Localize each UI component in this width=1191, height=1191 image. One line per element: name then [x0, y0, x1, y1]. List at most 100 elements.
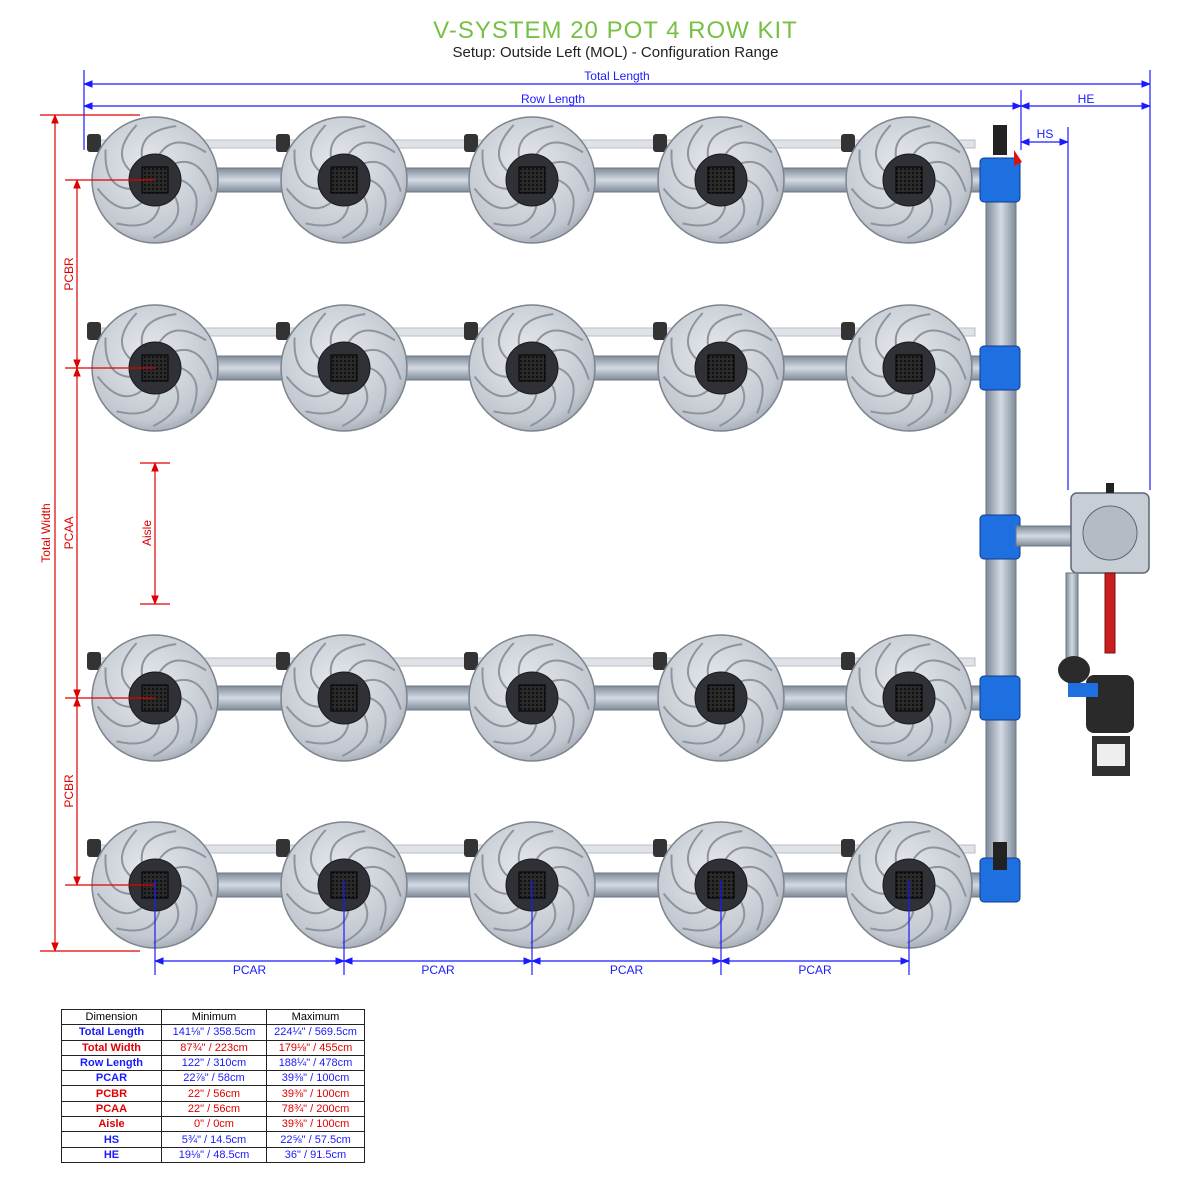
hose-connector: [841, 134, 855, 152]
table-cell-maximum: 179⅛" / 455cm: [266, 1039, 365, 1056]
pot-grate: [330, 354, 358, 382]
pot-swirl-rib: [498, 829, 515, 877]
pot-swirl-rib: [121, 829, 138, 877]
pot-swirl-rib: [180, 179, 198, 226]
total-length-label: Total Length: [584, 69, 649, 83]
total-width-label: Total Width: [39, 503, 53, 562]
pot-swirl-rib: [498, 642, 515, 690]
pot-swirl-rib: [104, 667, 131, 708]
pot-swirl-rib: [870, 910, 915, 932]
pot-swirl-rib: [96, 187, 143, 210]
diagram-subtitle: Setup: Outside Left (MOL) - Configuratio…: [452, 44, 779, 61]
pot-swirl-rib: [341, 901, 369, 944]
grow-pot: [657, 116, 785, 244]
pot-swirl-rib: [682, 723, 727, 745]
pot-swirl-rib: [706, 643, 743, 676]
row-length-label: Row Length: [521, 92, 585, 106]
pcar-label: PCAR: [610, 963, 644, 977]
grow-pot: [657, 634, 785, 762]
pot-swirl-rib: [517, 643, 554, 676]
pcbr-label-bottom: PCBR: [62, 774, 76, 808]
pot-swirl-rib: [293, 149, 320, 190]
pot-swirl-rib: [850, 705, 897, 728]
table-cell-dimension: Total Width: [61, 1039, 162, 1056]
pot-grate: [330, 684, 358, 712]
pot-swirl-rib: [152, 196, 180, 239]
hs-label: HS: [1037, 127, 1054, 141]
table-cell-minimum: 22⅞" / 58cm: [161, 1070, 267, 1087]
pot-swirl-rib: [912, 329, 961, 343]
manifold-valve: [993, 125, 1007, 155]
table-cell-minimum: 0" / 0cm: [161, 1116, 267, 1133]
pot-swirl-rib: [746, 697, 764, 744]
pot-grate: [707, 684, 735, 712]
grow-pot: [845, 304, 973, 432]
manifold-fitting: [979, 675, 1021, 721]
pot-swirl-rib: [740, 678, 779, 710]
grow-pot: [280, 116, 408, 244]
pot-swirl-rib: [557, 884, 575, 931]
pot-swirl-rib: [858, 854, 885, 895]
pot-swirl-rib: [369, 367, 387, 414]
hose-connector: [653, 652, 667, 670]
pot-swirl-rib: [529, 196, 557, 239]
pot-swirl-rib: [158, 141, 207, 155]
hose-connector: [841, 322, 855, 340]
pot-swirl-rib: [906, 714, 934, 757]
pot-swirl-rib: [724, 659, 773, 673]
pot-swirl-rib: [535, 141, 584, 155]
table-cell-minimum: 141⅛" / 358.5cm: [161, 1024, 267, 1041]
pump-blue-fitting: [1068, 683, 1098, 697]
pot-swirl-rib: [934, 697, 952, 744]
pot-swirl-rib: [875, 312, 892, 360]
pot-swirl-rib: [152, 384, 180, 427]
manifold-fitting: [979, 345, 1021, 391]
pot-swirl-rib: [746, 884, 764, 931]
pot-swirl-rib: [116, 205, 161, 227]
pot-swirl-rib: [481, 667, 508, 708]
pot-swirl-rib: [498, 312, 515, 360]
table-cell-dimension: Row Length: [61, 1054, 162, 1072]
pot-swirl-rib: [158, 846, 207, 860]
pot-swirl-rib: [347, 846, 396, 860]
pot-swirl-rib: [329, 643, 366, 676]
pot-swirl-rib: [517, 313, 554, 346]
tank-vent: [1106, 483, 1114, 493]
pot-swirl-rib: [329, 125, 366, 158]
pot-swirl-rib: [529, 714, 557, 757]
pot-swirl-rib: [682, 910, 727, 932]
pot-grate: [895, 166, 923, 194]
table-cell-maximum: 188¼" / 478cm: [266, 1054, 365, 1072]
pot-swirl-rib: [96, 375, 143, 398]
pot-swirl-rib: [934, 884, 952, 931]
aisle-label: Aisle: [140, 520, 154, 546]
pot-swirl-rib: [293, 854, 320, 895]
pot-swirl-rib: [347, 141, 396, 155]
table-cell-dimension: HE: [61, 1146, 162, 1163]
pot-swirl-rib: [121, 124, 138, 172]
pot-swirl-rib: [158, 329, 207, 343]
pot-swirl-rib: [557, 367, 575, 414]
pot-swirl-rib: [870, 205, 915, 227]
pot-swirl-rib: [740, 865, 779, 897]
pcar-label: PCAR: [233, 963, 267, 977]
pot-swirl-rib: [894, 313, 931, 346]
pot-swirl-rib: [718, 196, 746, 239]
grow-pot: [280, 304, 408, 432]
pot-swirl-rib: [305, 393, 350, 415]
pot-swirl-rib: [121, 642, 138, 690]
grow-pot: [657, 304, 785, 432]
pot-swirl-rib: [180, 697, 198, 744]
table-cell-maximum: 39⅜" / 100cm: [266, 1070, 365, 1087]
pot-swirl-rib: [870, 723, 915, 745]
pot-swirl-rib: [535, 846, 584, 860]
pot-swirl-rib: [174, 678, 213, 710]
pot-swirl-rib: [724, 141, 773, 155]
pot-swirl-rib: [180, 884, 198, 931]
